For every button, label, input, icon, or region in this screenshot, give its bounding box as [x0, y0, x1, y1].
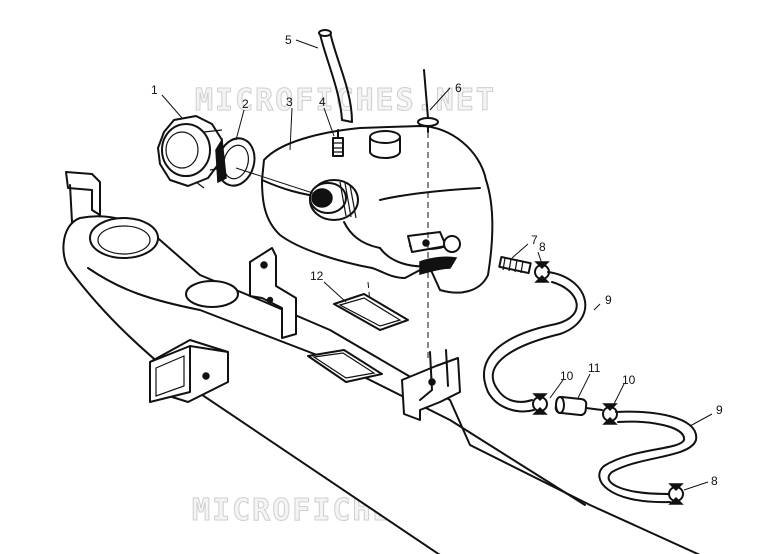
- vent-hose: [318, 29, 353, 123]
- callout-10a: 10: [560, 369, 574, 383]
- callout-3: 3: [286, 95, 293, 109]
- callout-8a: 8: [539, 240, 546, 254]
- tank-pad: [333, 293, 409, 331]
- callout-5: 5: [285, 33, 292, 47]
- fuel-hose-upper: [483, 271, 587, 413]
- hose-clamp-right: [602, 403, 618, 425]
- filler-neck: [309, 179, 359, 221]
- square-tube: [149, 339, 229, 403]
- callout-4: 4: [319, 95, 326, 109]
- vent-fitting: [332, 129, 344, 157]
- frame-crossmember: [62, 171, 701, 554]
- hose-clamp-left: [532, 393, 548, 415]
- outlet-fitting: [498, 255, 532, 275]
- right-bracket: [401, 349, 461, 421]
- fuel-hose-lower: [598, 410, 698, 504]
- callout-8b: 8: [711, 474, 718, 488]
- watermark-top: MICROFICHES.NET: [195, 83, 496, 118]
- fuel-cap: [157, 115, 223, 189]
- fuel-filter: [554, 395, 603, 417]
- callout-11: 11: [588, 361, 601, 375]
- fuel-tank: [261, 125, 494, 294]
- hose-clamp-bottom: [668, 483, 684, 505]
- callout-10b: 10: [622, 373, 636, 387]
- cap-gasket: [215, 137, 256, 187]
- callout-2: 2: [242, 97, 249, 111]
- callout-1: 1: [151, 83, 158, 97]
- callout-7: 7: [531, 233, 538, 247]
- callout-9b: 9: [716, 403, 723, 417]
- tank-rod: [417, 69, 439, 133]
- center-bracket: [249, 247, 297, 339]
- callout-9a: 9: [605, 293, 612, 307]
- hose-clamp-top: [534, 261, 550, 283]
- callout-6: 6: [455, 81, 462, 95]
- callout-12: 12: [310, 269, 324, 283]
